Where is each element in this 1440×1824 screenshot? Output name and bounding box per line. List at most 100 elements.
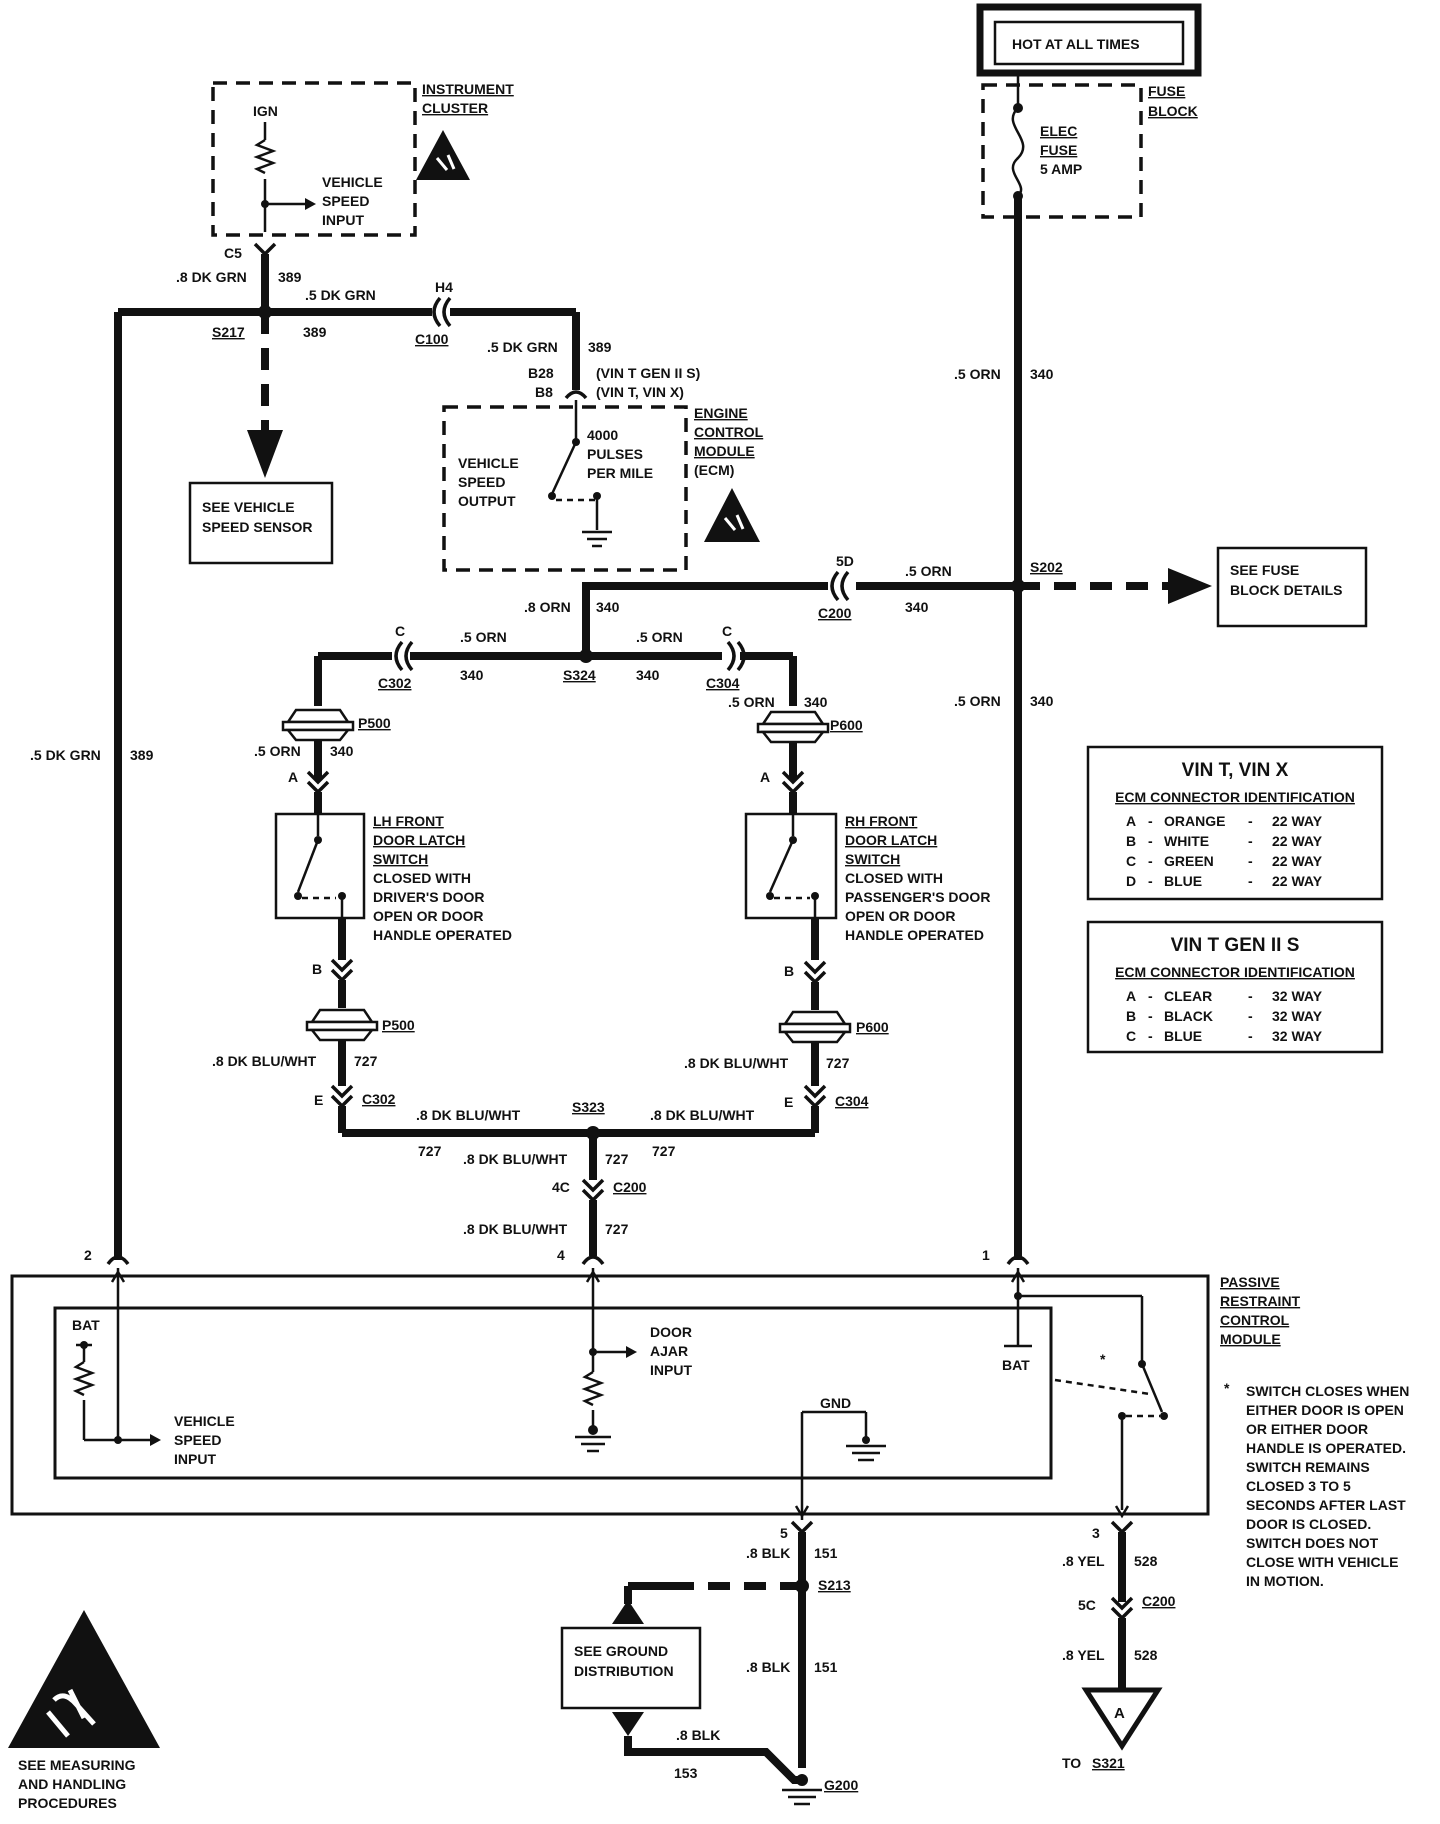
fuse-block-title: FUSE: [1148, 83, 1185, 99]
rh-door-latch-switch: [744, 812, 838, 920]
blk-circuit-2: 151: [814, 1659, 838, 1675]
note-line: CLOSED 3 TO 5: [1246, 1478, 1351, 1494]
blk-gauge-2: .8 BLK: [746, 1659, 790, 1675]
c304-label: C304: [706, 675, 740, 691]
blu-left-gauge: .8 DK BLU/WHT: [212, 1053, 317, 1069]
svg-text:-: -: [1148, 988, 1153, 1004]
prcm-title-2: RESTRAINT: [1220, 1293, 1301, 1309]
ecm-vin-note-2: (VIN T, VIN X): [596, 384, 684, 400]
ecm-wire-circuit: 389: [588, 339, 612, 355]
grommet-p500-top: [281, 708, 355, 742]
ground-g200: [796, 1774, 808, 1786]
rh-switch-desc-2: PASSENGER'S DOOR: [845, 889, 990, 905]
switch-note: * SWITCH CLOSES WHEN EITHER DOOR IS OPEN…: [1224, 1380, 1409, 1589]
orn-08-circuit: 340: [596, 599, 620, 615]
arrow-icon: [305, 198, 316, 210]
c302-bottom-label: C302: [362, 1091, 396, 1107]
note-line: HANDLE IS OPERATED.: [1246, 1440, 1406, 1456]
rh-switch-title-3: SWITCH: [845, 851, 900, 867]
note-line: CLOSE WITH VEHICLE: [1246, 1554, 1398, 1570]
blk-gauge-3: .8 BLK: [676, 1727, 720, 1743]
pin-b8: B8: [535, 384, 553, 400]
resistor-icon: [253, 138, 277, 175]
fuse-label: ELEC: [1040, 123, 1077, 139]
arrow-up-icon: [612, 1600, 644, 1624]
ecm-title-3: MODULE: [694, 443, 755, 459]
vin-table-1: VIN T, VIN X ECM CONNECTOR IDENTIFICATIO…: [1086, 745, 1384, 901]
svg-text:-: -: [1248, 873, 1253, 889]
vin-table-1-title: VIN T, VIN X: [1182, 760, 1289, 781]
pulses-label: 4000: [587, 427, 618, 443]
vin2-row-ways: 32 WAY: [1272, 1008, 1323, 1024]
see-vss-label-2: SPEED SENSOR: [202, 519, 312, 535]
connector-b8: [564, 390, 588, 400]
prcm-pin-2: 2: [84, 1247, 92, 1263]
pin-a-left: A: [288, 769, 298, 785]
c5-label: C5: [224, 245, 242, 261]
esd-warning-icon: [416, 130, 470, 180]
blu-right-circuit: 727: [826, 1055, 850, 1071]
prcm-vsi-label-3: INPUT: [174, 1451, 216, 1467]
to-target-label: S321: [1092, 1755, 1125, 1771]
terminal-a-icon: [1081, 1687, 1163, 1751]
orn-mid-gauge: .5 ORN: [954, 693, 1001, 709]
ecm-title-4: (ECM): [694, 462, 734, 478]
svg-text:-: -: [1148, 1008, 1153, 1024]
prcm-title: PASSIVE: [1220, 1274, 1280, 1290]
lh-switch-title-3: SWITCH: [373, 851, 428, 867]
lh-orn-circuit: 340: [330, 743, 354, 759]
prcm-vsi-label-2: SPEED: [174, 1432, 221, 1448]
p600-top-label: P600: [830, 717, 863, 733]
vso-label: VEHICLE: [458, 455, 519, 471]
fuse-block-title-2: BLOCK: [1148, 103, 1198, 119]
blu-lower-circuit: 727: [605, 1221, 629, 1237]
svg-text:-: -: [1248, 833, 1253, 849]
c200-mid-label: C200: [613, 1179, 647, 1195]
note-line: SWITCH DOES NOT: [1246, 1535, 1379, 1551]
resistor-icon: [72, 1360, 96, 1397]
hot-at-all-times-label: HOT AT ALL TIMES: [1012, 36, 1140, 52]
vin2-row-color: BLUE: [1164, 1028, 1202, 1044]
ground-icon: [582, 530, 612, 548]
switch-asterisk: *: [1100, 1351, 1106, 1367]
vin1-row-color: WHITE: [1164, 833, 1209, 849]
s324-label: S324: [563, 667, 596, 683]
vsi-label-2: SPEED: [322, 193, 369, 209]
door-ajar-label-2: AJAR: [650, 1343, 688, 1359]
c304-c-label: C: [722, 623, 732, 639]
svg-text:-: -: [1148, 1028, 1153, 1044]
rh-orn-circuit: 340: [804, 694, 828, 710]
note-star: *: [1224, 1380, 1230, 1396]
orn-circuit: 340: [1030, 366, 1054, 382]
vin2-row-ways: 32 WAY: [1272, 988, 1323, 1004]
c100-label: C100: [415, 331, 449, 347]
see-ground-label: SEE GROUND: [574, 1643, 668, 1659]
esd-warning-icon: [704, 488, 760, 542]
vin-table-2-title: VIN T GEN II S: [1171, 935, 1300, 956]
left-orn-circuit: 340: [460, 667, 484, 683]
c200-wire-circuit: 340: [905, 599, 929, 615]
rh-switch-desc-4: HANDLE OPERATED: [845, 927, 984, 943]
vin-table-2: VIN T GEN II S ECM CONNECTOR IDENTIFICAT…: [1086, 920, 1384, 1054]
fuse-amp-label: 5 AMP: [1040, 161, 1082, 177]
s202-label: S202: [1030, 559, 1063, 575]
esd-warning-icon: [8, 1610, 160, 1748]
vin-table-1-subtitle: ECM CONNECTOR IDENTIFICATION: [1115, 789, 1355, 805]
left-orn-gauge: .5 ORN: [460, 629, 507, 645]
orn-gauge: .5 ORN: [954, 366, 1001, 382]
ground-icon: [782, 1788, 822, 1806]
dkgrn-circuit: 389: [130, 747, 154, 763]
prcm-pin-1: 1: [982, 1247, 990, 1263]
wire-gauge: .8 DK GRN: [176, 269, 247, 285]
prcm-vsi-label: VEHICLE: [174, 1413, 235, 1429]
pulses-label-2: PULSES: [587, 446, 643, 462]
bat-right-label: BAT: [1002, 1357, 1030, 1373]
svg-text:-: -: [1248, 1008, 1253, 1024]
fuse-block: HOT AT ALL TIMES FUSE BLOCK ELEC FUSE 5 …: [976, 3, 1202, 219]
wire-circuit: 389: [278, 269, 302, 285]
c302-label: C302: [378, 675, 412, 691]
yel-circuit-1: 528: [1134, 1553, 1158, 1569]
p500-bottom-label: P500: [382, 1017, 415, 1033]
yel-circuit-2: 528: [1134, 1647, 1158, 1663]
